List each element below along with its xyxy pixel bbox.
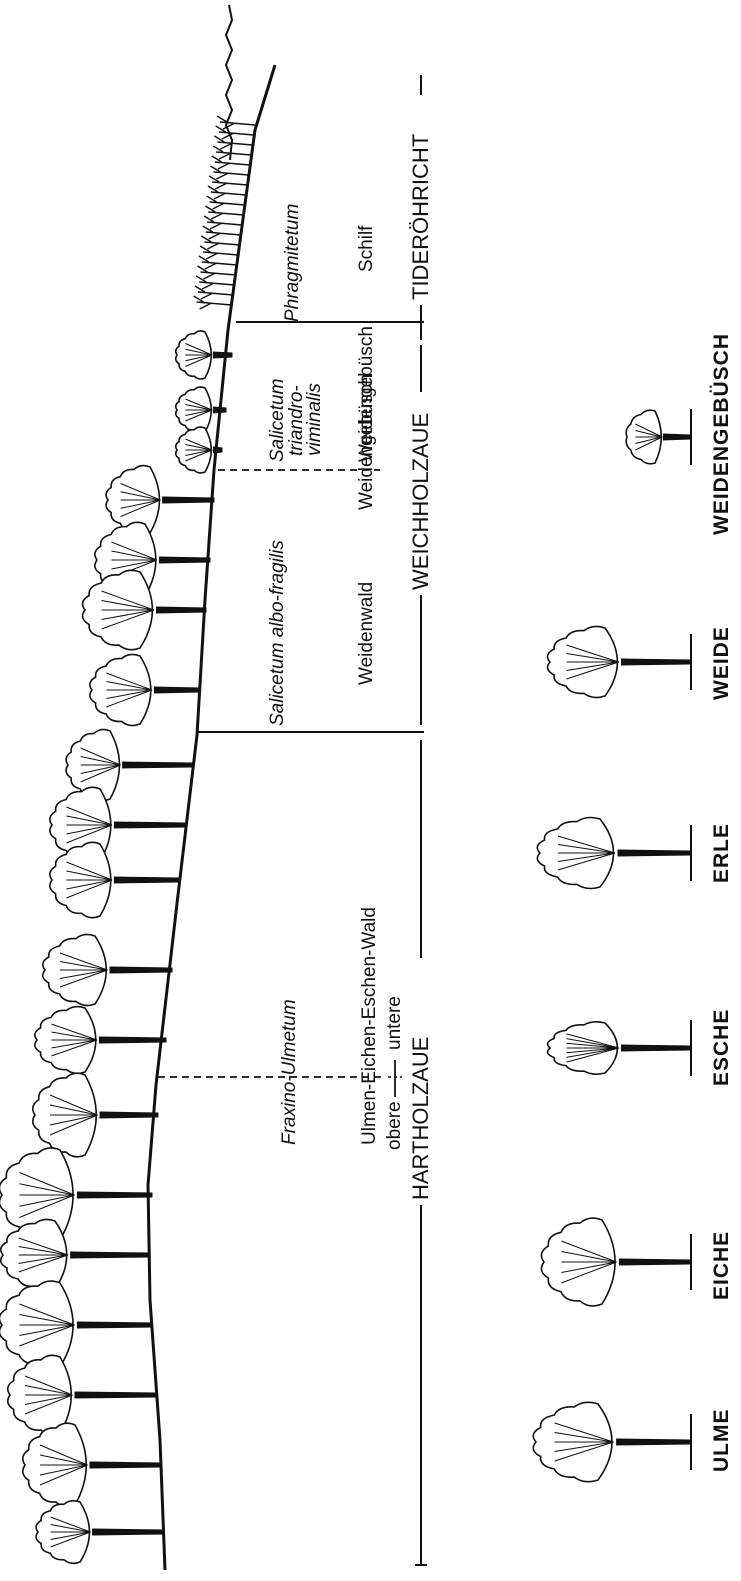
label-weidengebuesch-lower: Weidengebüsch <box>356 374 377 510</box>
legend-label-weide: WEIDE <box>710 626 733 700</box>
label-hartholzaue: HARTHOLZAUE <box>408 1037 433 1200</box>
reed-stem <box>200 246 238 259</box>
label-schilf: Schilf <box>356 225 377 272</box>
profile-trees <box>0 331 232 1563</box>
profile-tree <box>90 654 200 725</box>
profile-tree <box>36 1501 164 1564</box>
legend-tree-eiche <box>541 1218 690 1306</box>
reed-stem <box>201 236 239 249</box>
profile-tree <box>43 934 172 1005</box>
label-salicetum-1: Salicetum <box>267 379 288 462</box>
reed-stem <box>204 216 242 229</box>
reed-stem <box>208 186 246 199</box>
legend-label-gebuesch: WEIDENGEBÜSCH <box>710 333 733 535</box>
reed-stands <box>194 116 255 309</box>
profile-tree <box>23 1423 160 1507</box>
reed-stem <box>199 256 237 269</box>
label-salicetum-3: viminalis <box>304 383 325 456</box>
reed-stem <box>216 126 254 139</box>
legend-label-erle: ERLE <box>710 823 733 883</box>
legend-label-ulme: ULME <box>710 1409 733 1473</box>
profile-tree <box>33 1073 158 1157</box>
reed-stem <box>198 266 236 279</box>
legend-label-esche: ESCHE <box>710 1009 733 1086</box>
profile-tree <box>1 1219 150 1290</box>
label-tideroehricht: TIDERÖHRICHT <box>408 134 433 300</box>
legend-tree-erle <box>537 817 690 888</box>
legend-tree-ulme <box>533 1402 690 1481</box>
reed-stem <box>205 206 243 219</box>
reed-stem <box>196 276 234 289</box>
reed-stem <box>195 286 233 299</box>
profile-tree <box>8 1355 156 1434</box>
label-weidenwald: Weidenwald <box>356 582 377 685</box>
profile-tree <box>83 570 206 649</box>
reed-stem <box>211 166 249 179</box>
label-salicetum-albo-fragilis: Salicetum albo-fragilis <box>267 540 288 726</box>
ground-profile <box>148 65 275 1570</box>
label-phragmitetum: Phragmitetum <box>282 204 303 322</box>
label-weichholzaue: WEICHHOLZAUE <box>408 413 433 590</box>
label-ulmen-eichen-eschen-wald: Ulmen-Eichen-Eschen-Wald <box>359 907 380 1145</box>
label-obere: obere <box>384 1101 405 1150</box>
label-fraxino-ulmetum: Fraxino-Ulmetum <box>279 999 300 1145</box>
legend-tree-weide <box>548 626 690 697</box>
profile-tree <box>50 842 180 917</box>
reed-stem <box>207 196 245 209</box>
legend-tree-gebuesch <box>626 410 690 464</box>
reed-stem <box>214 136 252 149</box>
reed-stem <box>203 226 241 239</box>
profile-tree <box>0 1281 152 1369</box>
profile-tree <box>35 1007 166 1074</box>
profile-tree <box>106 466 214 535</box>
reed-stem <box>209 176 247 189</box>
legend-label-eiche: EICHE <box>710 1231 733 1300</box>
reed-stem <box>217 116 255 129</box>
reed-stem <box>194 296 232 309</box>
legend-tree-esche <box>548 1022 690 1074</box>
label-untere: untere <box>384 996 405 1050</box>
tree-legend: ULME EICHE ESCHE ERLE WEIDE WEIDENGEBÜSCH <box>533 333 733 1482</box>
